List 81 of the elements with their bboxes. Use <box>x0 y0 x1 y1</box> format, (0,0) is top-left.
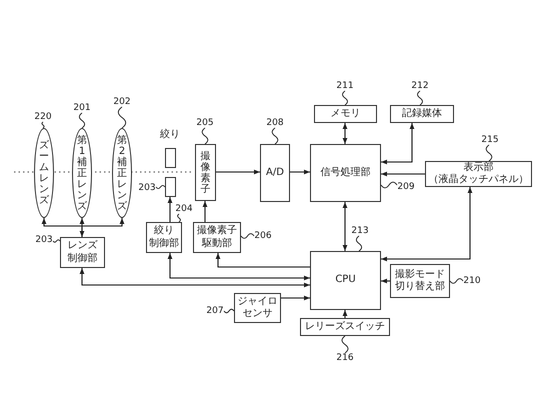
arrow <box>281 296 310 300</box>
block-label: 撮影モード切り替え部 <box>395 268 445 294</box>
arrow <box>381 278 390 284</box>
reference-number: 213 <box>351 226 369 236</box>
block-box <box>260 144 290 202</box>
reference-number: 212 <box>411 81 429 91</box>
reference-number: 216 <box>336 353 354 363</box>
block-box <box>310 144 381 202</box>
leader-line <box>224 308 234 314</box>
arrow <box>381 123 414 164</box>
block-label: （液晶タッチパネル） <box>428 174 528 186</box>
part-label: 絞り <box>160 128 180 141</box>
block-box <box>390 264 450 298</box>
block-box <box>425 161 532 187</box>
block-label: レンズ制御部 <box>68 240 98 265</box>
leader-line <box>417 90 423 106</box>
block-box <box>310 251 381 310</box>
reference-number: 203 <box>138 183 156 193</box>
leader-line <box>202 128 208 144</box>
block-label: ジャイロセンサ <box>238 296 278 320</box>
arrow <box>80 218 84 237</box>
leader-line <box>380 182 398 188</box>
arrow <box>342 123 348 144</box>
block-box <box>390 105 454 123</box>
reference-number: 208 <box>266 118 284 128</box>
leader-line <box>177 214 181 222</box>
reference-number: 202 <box>113 97 131 107</box>
reference-number: 211 <box>336 81 354 91</box>
aperture-blade <box>165 177 176 197</box>
leader-line <box>42 122 44 128</box>
arrow <box>168 197 172 222</box>
leader-line <box>78 112 86 128</box>
reference-number: 205 <box>196 118 214 128</box>
block-box <box>300 318 390 336</box>
block-label: 第2補正レンズ <box>117 134 127 212</box>
block-label: CPU <box>335 274 356 287</box>
block-label: 第1補正レンズ <box>77 134 87 212</box>
arrow <box>381 172 425 176</box>
arrow <box>168 253 310 280</box>
leader-line <box>240 233 254 239</box>
leader-line <box>272 128 278 144</box>
reference-number: 203 <box>35 235 53 245</box>
arrow <box>342 202 348 251</box>
leader-line <box>342 90 348 106</box>
leader-line <box>342 336 348 354</box>
block-box <box>195 144 216 201</box>
aperture-blade <box>165 148 176 168</box>
arrow <box>342 310 348 318</box>
arrow <box>81 218 124 237</box>
block-label: 撮像素子 <box>200 150 210 194</box>
reference-number: 210 <box>463 276 481 286</box>
arrow <box>216 253 310 268</box>
leader-line <box>486 144 492 162</box>
block-label: メモリ <box>330 108 360 120</box>
reference-number: 201 <box>73 103 91 113</box>
arrow <box>80 268 310 288</box>
reference-number: 207 <box>206 306 224 316</box>
leader-line <box>356 236 362 252</box>
arrow <box>216 170 260 174</box>
block-label: 撮像素子駆動部 <box>197 225 237 250</box>
arrow <box>202 201 208 222</box>
block-label: 絞り制御部 <box>149 225 179 250</box>
block-label: 信号処理部 <box>320 166 370 180</box>
leader-line <box>52 239 60 243</box>
block-label: ズームレンズ <box>39 140 49 206</box>
reference-number: 209 <box>397 182 415 192</box>
block-label: A/D <box>266 166 284 180</box>
block-box <box>60 237 105 268</box>
block-box <box>314 105 377 123</box>
leader-line <box>118 106 126 128</box>
reference-number: 220 <box>34 112 52 122</box>
reference-number: 204 <box>175 204 193 214</box>
leader-line <box>450 278 464 284</box>
reference-number: 215 <box>481 135 499 145</box>
block-label: 記録媒体 <box>402 108 442 120</box>
block-label: レリーズスイッチ <box>305 320 385 334</box>
block-label: 表示部 <box>464 162 494 174</box>
reference-number: 206 <box>254 231 272 241</box>
arrow <box>381 187 472 262</box>
leader-line <box>156 184 166 190</box>
arrow <box>290 170 310 174</box>
